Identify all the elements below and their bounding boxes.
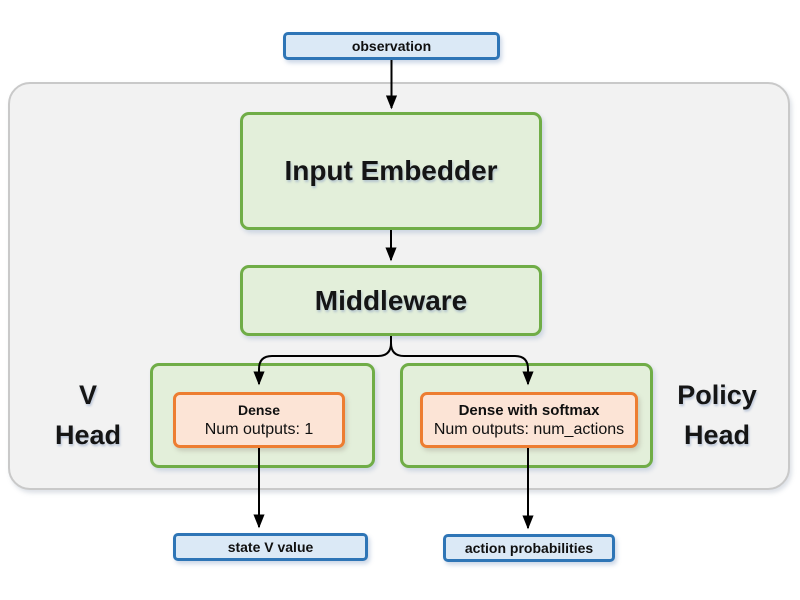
policy-head-label: Policy Head <box>677 380 757 450</box>
middleware-label: Middleware <box>314 284 468 316</box>
policy-head-dense-box: Dense with softmax Num outputs: num_acti… <box>420 392 638 448</box>
action-probabilities-box: action probabilities <box>443 534 615 562</box>
observation-label: observation <box>351 38 432 54</box>
policy-head-dense-title: Dense with softmax <box>458 401 600 419</box>
v-head-dense-box: Dense Num outputs: 1 <box>173 392 345 448</box>
v-head-dense-outputs: Num outputs: 1 <box>204 420 314 438</box>
middleware-box: Middleware <box>240 265 542 336</box>
action-probabilities-label: action probabilities <box>464 540 594 556</box>
v-head-dense-title: Dense <box>237 401 281 418</box>
policy-head-dense-outputs: Num outputs: num_actions <box>433 420 625 438</box>
v-head-label: V Head <box>54 380 122 450</box>
input-embedder-box: Input Embedder <box>240 112 542 230</box>
input-embedder-label: Input Embedder <box>284 155 498 186</box>
observation-box: observation <box>283 32 500 60</box>
state-v-value-label: state V value <box>227 539 314 555</box>
state-v-value-box: state V value <box>173 533 368 561</box>
policy-head-box: Dense with softmax Num outputs: num_acti… <box>400 363 653 468</box>
v-head-box: Dense Num outputs: 1 <box>150 363 375 468</box>
